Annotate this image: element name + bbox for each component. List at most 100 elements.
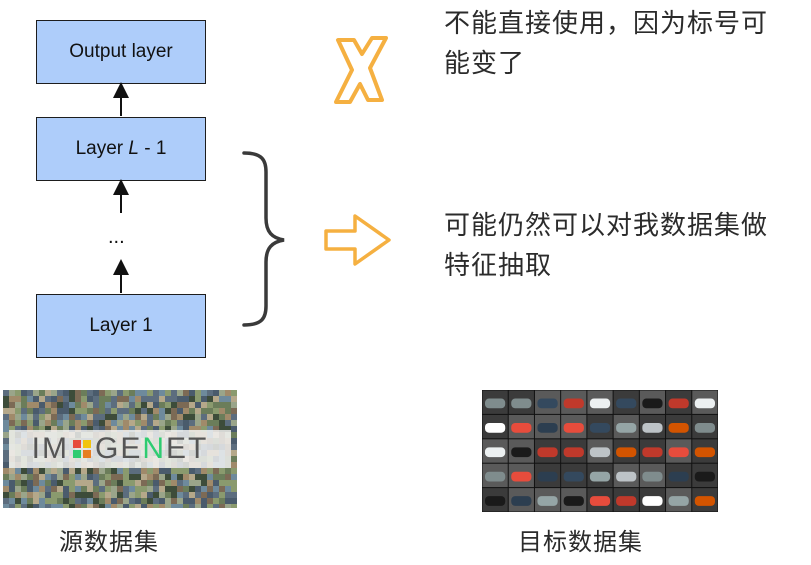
mosaic-tile [51, 486, 57, 492]
mosaic-tile [147, 408, 153, 414]
mosaic-tile [159, 402, 165, 408]
mosaic-tile [177, 504, 183, 508]
mosaic-tile [33, 420, 39, 426]
mosaic-tile [129, 426, 135, 432]
mosaic-tile [93, 480, 99, 486]
mosaic-tile [207, 504, 213, 508]
mosaic-tile [141, 426, 147, 432]
mosaic-tile [75, 486, 81, 492]
mosaic-tile [69, 492, 75, 498]
mosaic-tile [57, 504, 63, 508]
mosaic-tile [165, 426, 171, 432]
mosaic-tile [225, 498, 231, 504]
imagenet-logo-part-2: G [94, 432, 121, 465]
mosaic-tile [141, 498, 147, 504]
mosaic-tile [111, 396, 117, 402]
mosaic-tile [231, 426, 237, 432]
mosaic-tile [177, 492, 183, 498]
mosaic-tile [21, 492, 27, 498]
mosaic-tile [153, 480, 159, 486]
mosaic-tile [159, 504, 165, 508]
mosaic-tile [3, 432, 9, 438]
mosaic-tile [225, 414, 231, 420]
mosaic-tile [219, 420, 225, 426]
mosaic-tile [171, 486, 177, 492]
mosaic-tile [183, 426, 189, 432]
mosaic-tile [81, 492, 87, 498]
mosaic-tile [129, 414, 135, 420]
mosaic-tile [147, 498, 153, 504]
car-tile [482, 439, 508, 463]
mosaic-tile [69, 420, 75, 426]
mosaic-tile [219, 390, 225, 396]
mosaic-tile [87, 492, 93, 498]
mosaic-tile [81, 504, 87, 508]
mosaic-tile [21, 426, 27, 432]
mosaic-tile [21, 486, 27, 492]
mosaic-tile [39, 492, 45, 498]
mosaic-tile [129, 486, 135, 492]
car-tile [534, 439, 561, 463]
mosaic-tile [165, 480, 171, 486]
mosaic-tile [219, 414, 225, 420]
mosaic-tile [33, 408, 39, 414]
mosaic-tile [219, 498, 225, 504]
mosaic-tile [153, 396, 159, 402]
mosaic-tile [195, 408, 201, 414]
mosaic-tile [81, 402, 87, 408]
mosaic-tile [153, 468, 159, 474]
car-tile [587, 463, 613, 488]
mosaic-tile [111, 492, 117, 498]
mosaic-tile [27, 474, 33, 480]
mosaic-tile [3, 444, 9, 450]
mosaic-tile [165, 408, 171, 414]
mosaic-tile [63, 414, 69, 420]
mosaic-tile [177, 468, 183, 474]
mosaic-tile [135, 426, 141, 432]
mosaic-tile [105, 498, 111, 504]
mosaic-tile [9, 498, 15, 504]
mosaic-tile [213, 504, 219, 508]
mosaic-tile [3, 504, 9, 508]
mosaic-tile [63, 396, 69, 402]
mosaic-tile [105, 504, 111, 508]
output-layer-box: Output layer [36, 20, 206, 84]
mosaic-tile [207, 426, 213, 432]
mosaic-tile [51, 414, 57, 420]
mosaic-tile [93, 504, 99, 508]
mosaic-tile [231, 456, 237, 462]
mosaic-tile [111, 498, 117, 504]
imagenet-mosaic-image: IM G E N ET [3, 390, 237, 508]
mosaic-tile [135, 474, 141, 480]
car-tile [666, 414, 692, 439]
mosaic-tile [69, 390, 75, 396]
mosaic-tile [195, 486, 201, 492]
mosaic-tile [21, 504, 27, 508]
mosaic-tile [147, 486, 153, 492]
mosaic-tile [117, 402, 123, 408]
mosaic-tile [57, 498, 63, 504]
mosaic-tile [9, 402, 15, 408]
mosaic-tile [165, 492, 171, 498]
mosaic-tile [27, 480, 33, 486]
mosaic-tile [87, 408, 93, 414]
mosaic-tile [201, 426, 207, 432]
mosaic-tile [123, 402, 129, 408]
mosaic-tile [159, 396, 165, 402]
mosaic-tile [27, 498, 33, 504]
mosaic-tile [99, 480, 105, 486]
mosaic-tile [15, 390, 21, 396]
mosaic-tile [51, 390, 57, 396]
car-tile [613, 439, 639, 463]
mosaic-tile [201, 420, 207, 426]
mosaic-tile [63, 408, 69, 414]
mosaic-tile [63, 426, 69, 432]
right-brace-icon [242, 151, 285, 327]
mosaic-tile [225, 480, 231, 486]
car-tile [666, 439, 692, 463]
mosaic-tile [129, 480, 135, 486]
mosaic-tile [45, 486, 51, 492]
mosaic-tile [69, 396, 75, 402]
mosaic-tile [15, 396, 21, 402]
mosaic-tile [33, 480, 39, 486]
